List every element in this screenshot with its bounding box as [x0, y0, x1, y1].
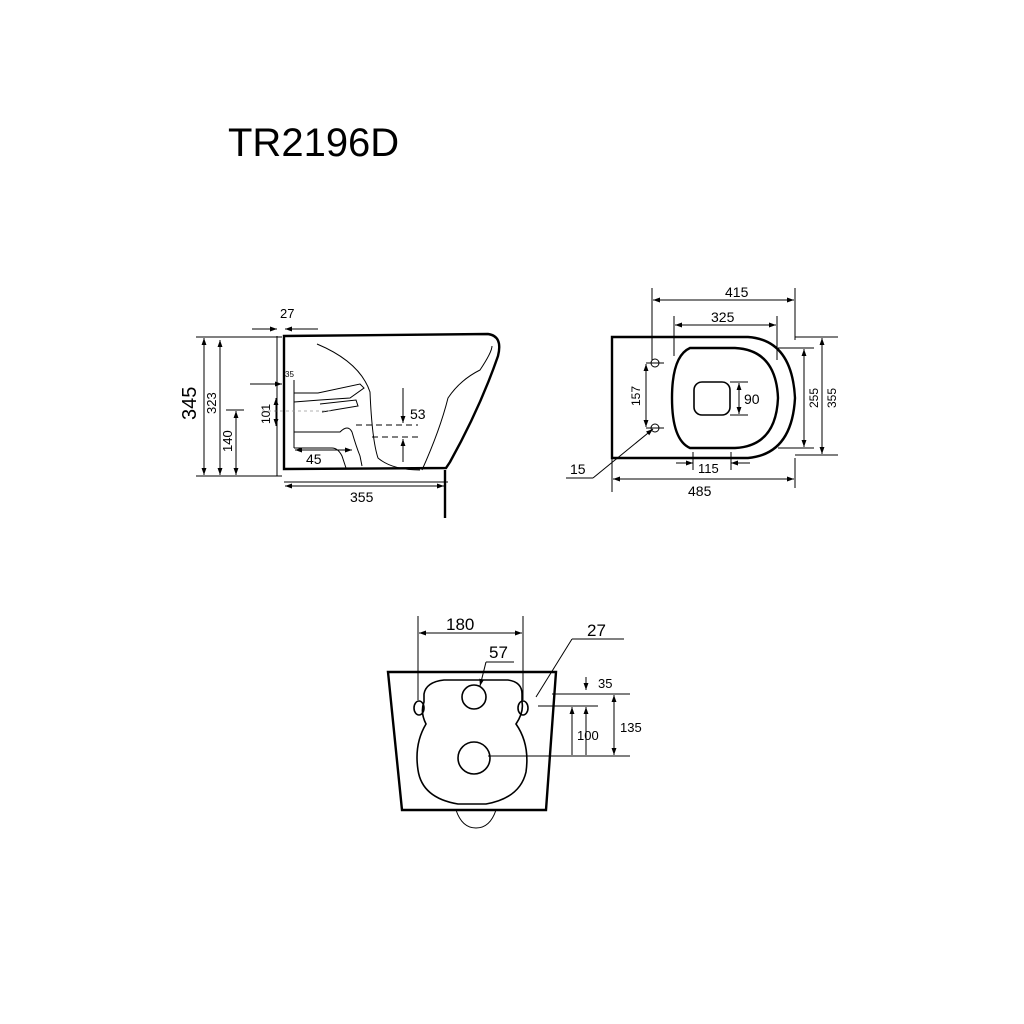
bowl-curve	[316, 343, 421, 471]
fixing-hole-left	[413, 700, 425, 716]
dim-355-top: 355	[825, 388, 839, 408]
dim-100: 100	[577, 728, 599, 743]
dim-101: 101	[259, 404, 273, 424]
top-view-outline	[610, 335, 797, 460]
dim-345: 345	[179, 387, 201, 420]
dim-35-back: 35	[598, 676, 612, 691]
dim-27-side: 27	[280, 306, 294, 321]
hole-57	[461, 684, 487, 710]
drawing-title: TR2196D	[228, 121, 400, 165]
dim-135: 135	[620, 720, 642, 735]
dim-90: 90	[744, 391, 760, 407]
fixing-hole-right	[517, 700, 529, 716]
back-view-inner	[416, 679, 528, 805]
dim-255: 255	[807, 388, 821, 408]
bowl-rim	[670, 346, 780, 450]
back-view: 180 57 27 35 100 135	[386, 615, 642, 829]
side-view: 345 323 140 101 35 27 45 53 355	[179, 306, 501, 518]
dim-415: 415	[725, 284, 749, 300]
side-view-outline	[282, 332, 501, 471]
dim-57: 57	[489, 643, 508, 662]
outlet-hole	[457, 741, 491, 775]
dim-115: 115	[698, 461, 719, 476]
dim-323: 323	[204, 392, 219, 414]
bowl-opening	[693, 381, 731, 416]
dim-15: 15	[570, 461, 586, 477]
dim-355-side: 355	[350, 489, 374, 505]
dim-325: 325	[711, 309, 735, 325]
dim-157: 157	[629, 386, 643, 406]
dim-35-side: 35	[285, 370, 294, 379]
top-view: 415 325 157 90 255 355 15 115	[566, 284, 839, 499]
dim-45: 45	[306, 451, 322, 467]
dim-485: 485	[688, 483, 712, 499]
dim-53: 53	[410, 406, 426, 422]
back-view-outline	[386, 670, 558, 812]
dim-140: 140	[220, 430, 235, 452]
dim-27-back: 27	[587, 621, 606, 640]
dim-180: 180	[446, 615, 474, 634]
